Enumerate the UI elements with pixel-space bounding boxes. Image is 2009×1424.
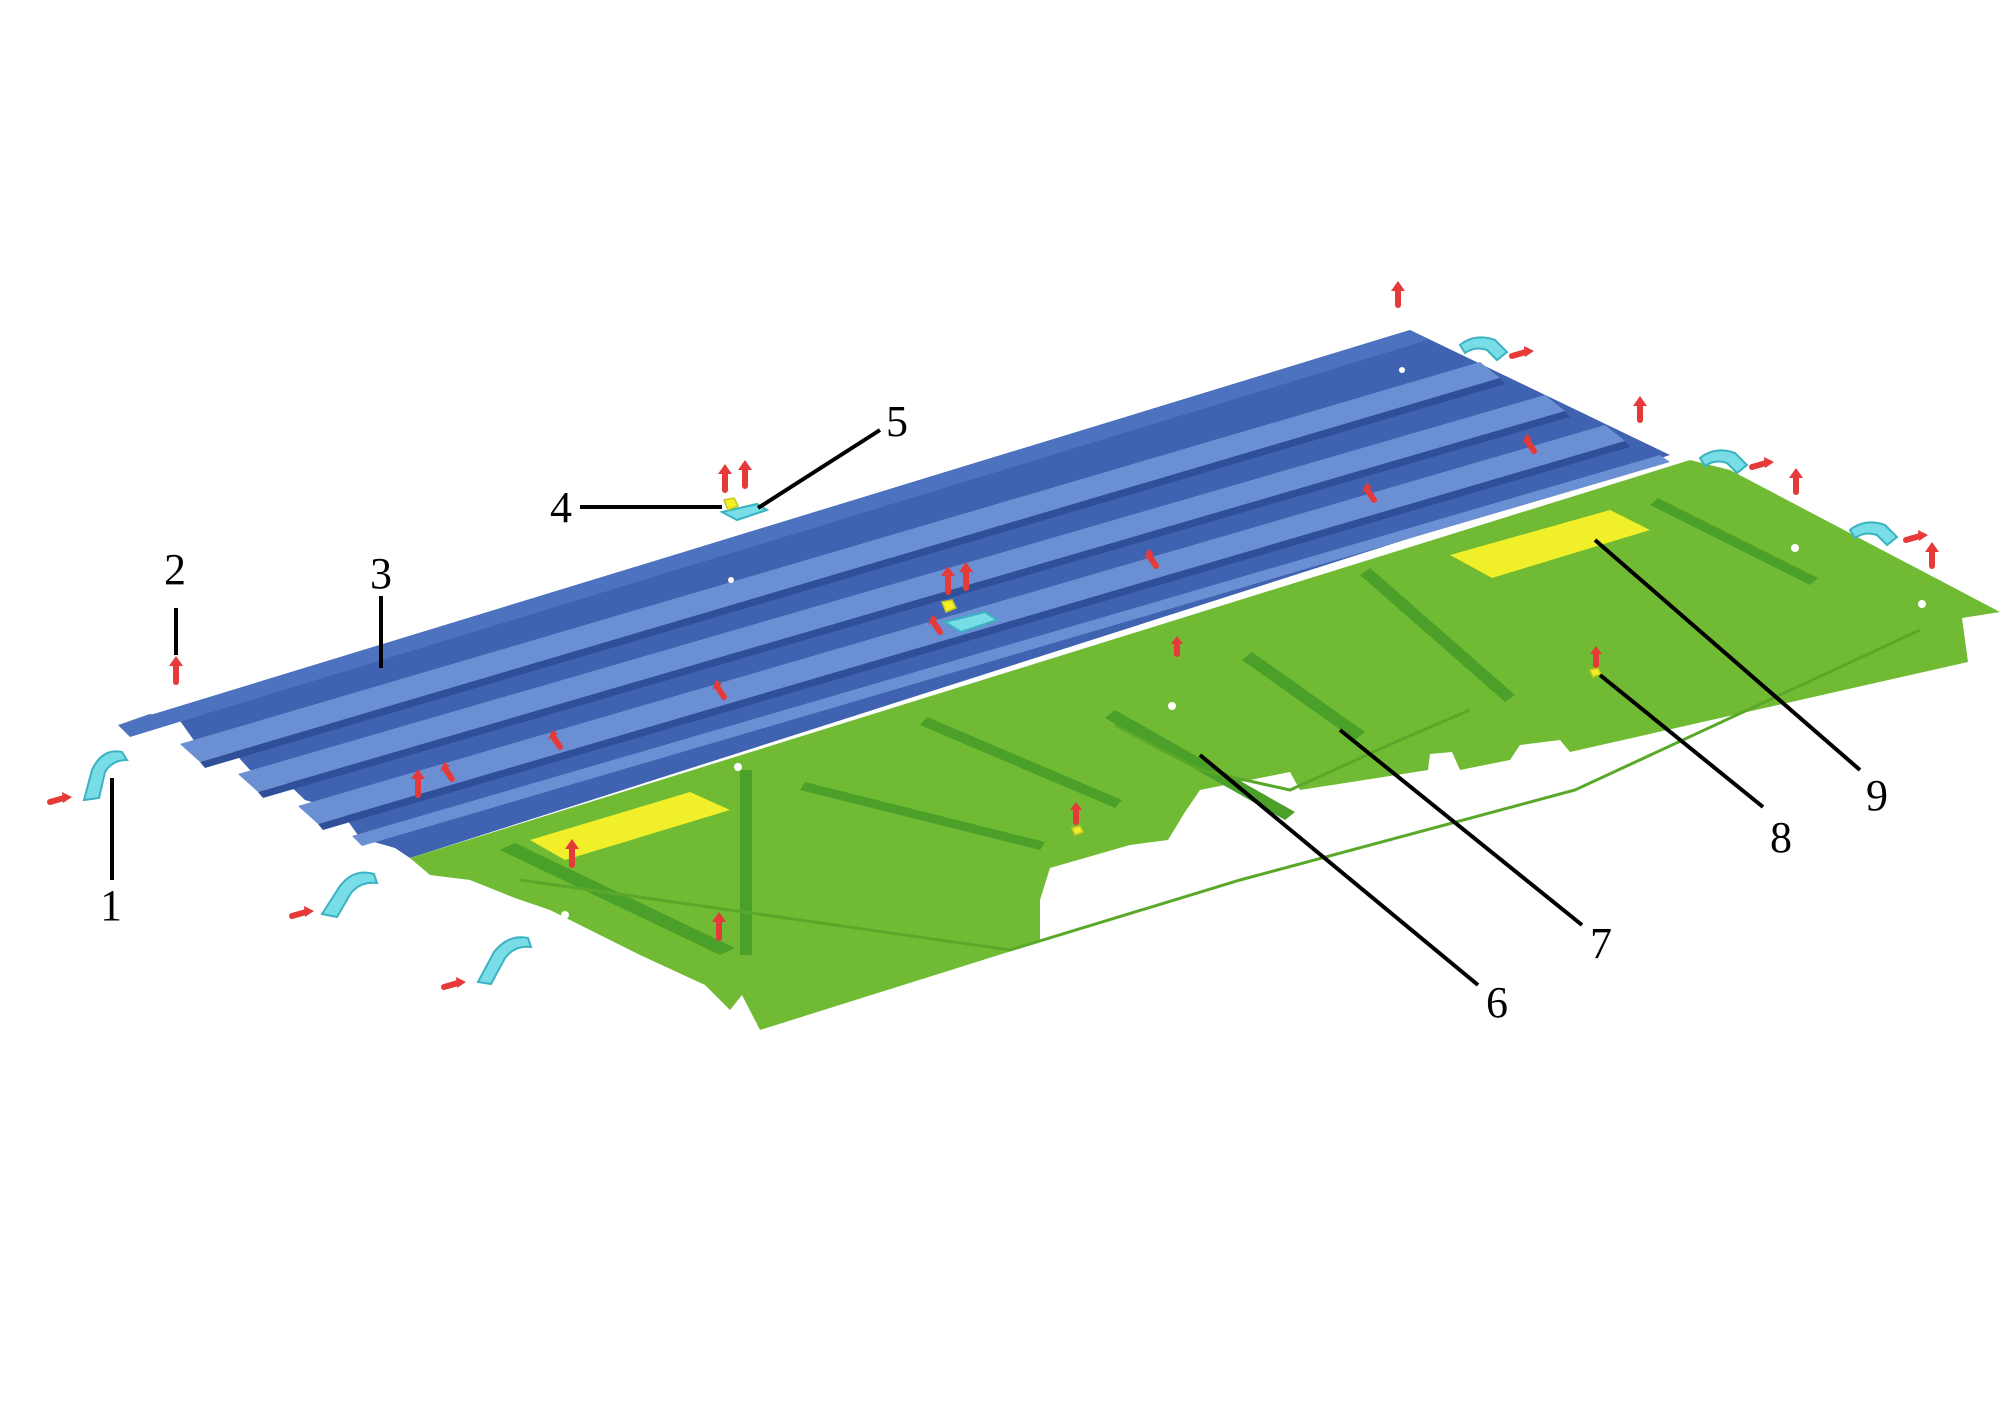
blue-rib-shadow-1: [200, 378, 1505, 768]
callout-8: 8: [1770, 813, 1792, 862]
clip-bracket: [1848, 521, 1899, 547]
clip-plate: [719, 502, 770, 522]
bolt: [411, 769, 425, 798]
blue-rib-1: [180, 362, 1500, 762]
corrugated-floor-panel: [118, 330, 1670, 858]
leader-line-5: [756, 428, 882, 510]
callout-7: 7: [1590, 919, 1612, 968]
blue-rib-shadow-3: [318, 441, 1630, 830]
bolt: [1633, 396, 1647, 423]
callout-labels: 1 2 3 4 5 6 7 8 9: [100, 397, 1888, 1027]
bolt: [1925, 542, 1939, 569]
clip-bracket: [320, 871, 379, 919]
bolt: [712, 912, 726, 941]
clip-bracket: [476, 936, 533, 986]
bolt: [1362, 483, 1377, 503]
blue-rib-shadow-2: [258, 411, 1570, 798]
green-panel-hole: [1334, 786, 1342, 794]
fastener-group: [47, 281, 1939, 990]
clip-bracket: [1698, 449, 1749, 475]
nut: [722, 497, 740, 511]
bolt: [1749, 457, 1774, 470]
bolt: [1509, 346, 1534, 359]
clip-bracket: [1458, 336, 1509, 362]
green-inner-outline: [1114, 708, 1471, 792]
yellow-pad-left: [530, 792, 730, 860]
bolt: [169, 656, 183, 685]
green-rib-channel: [1360, 568, 1515, 702]
bolt: [1391, 281, 1405, 308]
blue-rib-4: [352, 455, 1670, 846]
callout-2: 2: [164, 545, 186, 594]
bolt: [1144, 549, 1159, 569]
bolt: [1903, 530, 1928, 543]
bolt: [440, 762, 455, 782]
bolt: [738, 460, 752, 489]
bolt: [565, 839, 579, 868]
green-rib-channel: [1650, 498, 1818, 585]
bolt: [47, 792, 72, 805]
clip-bracket: [82, 750, 129, 802]
green-rib-channel: [920, 717, 1122, 808]
callout-1: 1: [100, 881, 122, 930]
callout-5: 5: [886, 397, 908, 446]
blue-panel-hole: [1399, 367, 1405, 373]
bolt: [1171, 636, 1183, 657]
bolt: [941, 566, 955, 595]
leader-lines: [110, 428, 1862, 987]
leader-line-8: [1598, 673, 1765, 809]
green-rib-channel: [500, 843, 735, 955]
green-rib-channel: [740, 770, 752, 955]
bolt: [1522, 434, 1537, 454]
green-floor-panel: [410, 460, 2000, 1030]
bolt: [959, 562, 973, 591]
bolt: [712, 680, 727, 700]
nut: [940, 599, 958, 613]
leader-line-9: [1593, 538, 1862, 772]
blue-panel-hole: [728, 577, 734, 583]
bolt: [718, 464, 732, 493]
blue-panel-topface: [118, 330, 1428, 737]
green-panel-body: [410, 460, 2000, 1030]
bolt: [1070, 802, 1082, 825]
nut: [1070, 825, 1085, 836]
callout-3: 3: [370, 549, 392, 598]
callout-9: 9: [1866, 771, 1888, 820]
green-panel-hole: [1791, 544, 1799, 552]
green-panel-hole: [1168, 702, 1176, 710]
green-panel-hole: [561, 911, 569, 919]
bolt: [289, 906, 314, 919]
blue-rib-2: [238, 395, 1565, 792]
yellow-pad-right: [1450, 510, 1650, 578]
green-rib-channel: [1242, 652, 1365, 740]
green-panel-hole: [1918, 600, 1926, 608]
bolt: [1590, 646, 1602, 668]
green-panel-hole: [734, 763, 742, 771]
blue-panel-hole: [172, 733, 178, 739]
clip-plate: [942, 610, 1000, 634]
bolt: [928, 615, 943, 635]
callout-4: 4: [550, 483, 572, 532]
leader-line-6: [1198, 753, 1480, 987]
green-inner-outline: [519, 628, 1921, 952]
bolt: [548, 730, 563, 750]
bolt: [441, 977, 466, 990]
bolt: [1789, 468, 1803, 495]
leader-line-7: [1338, 728, 1584, 927]
green-rib-channel: [800, 782, 1045, 850]
callout-6: 6: [1486, 978, 1508, 1027]
